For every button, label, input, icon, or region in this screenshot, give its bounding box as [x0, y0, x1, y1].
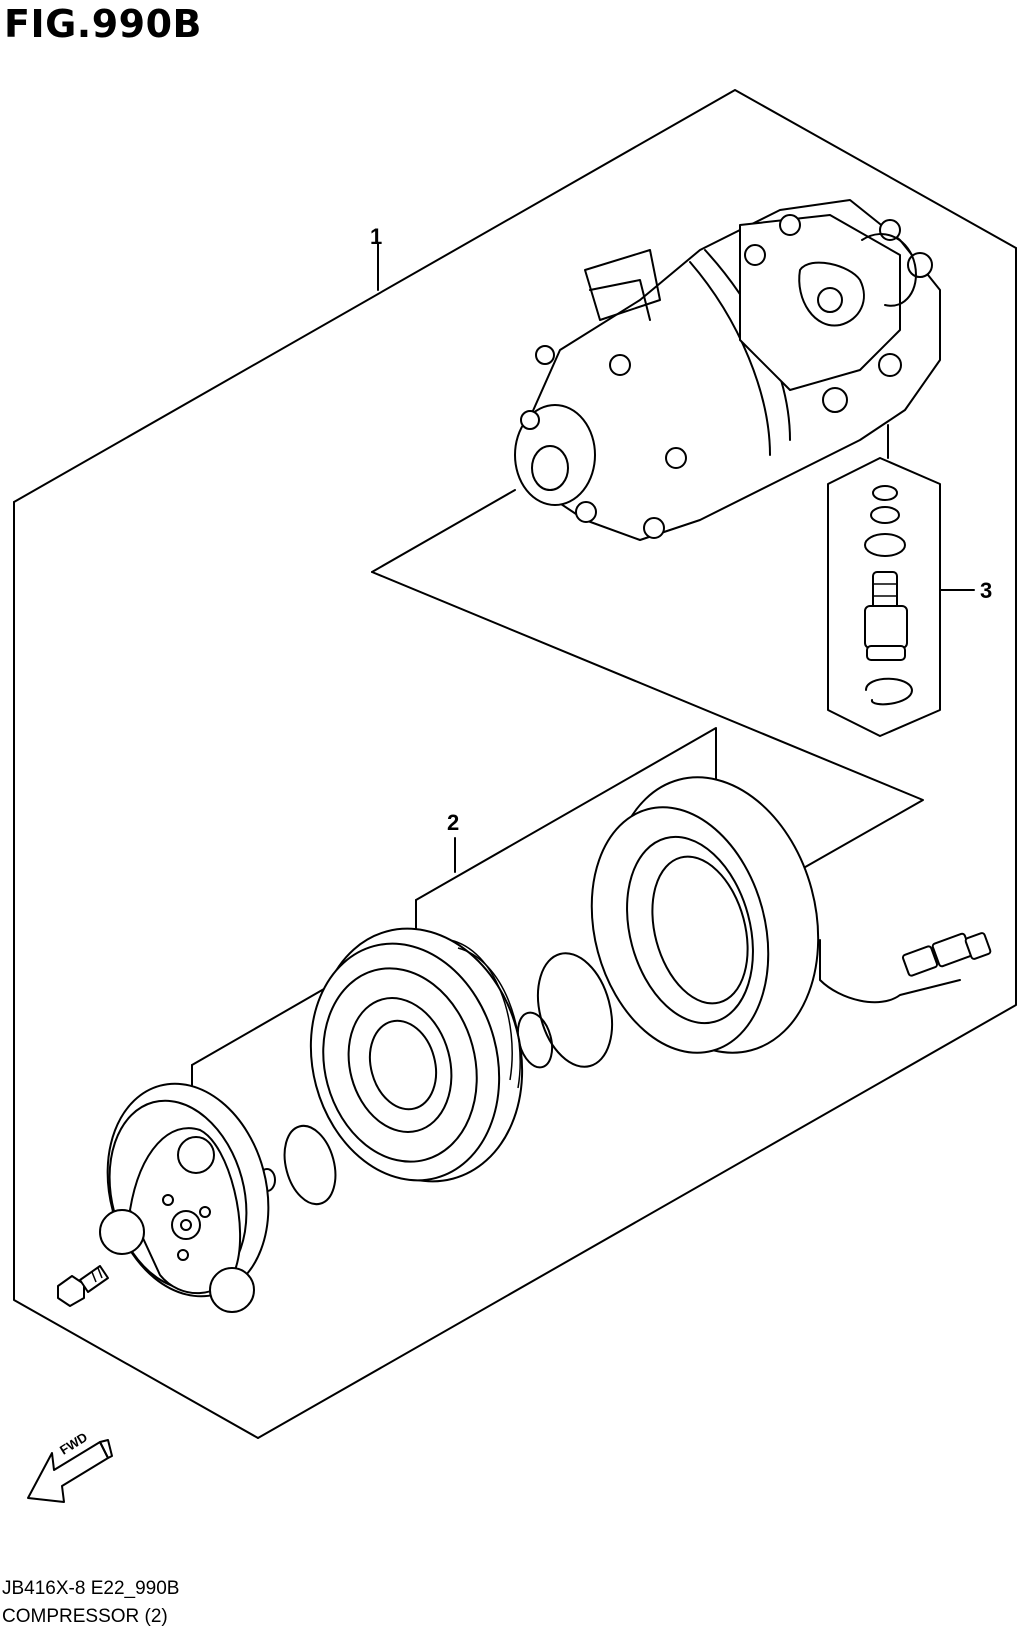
assembly-frame-lines	[13, 89, 1017, 1439]
callout-part-3: 3	[980, 578, 993, 603]
figure-title: FIG.990B	[4, 2, 203, 46]
field-coil	[590, 776, 992, 1054]
callout-part-1: 1	[370, 224, 383, 249]
compressor-body	[514, 199, 941, 541]
valve-kit-box	[827, 424, 975, 737]
fwd-arrow-icon	[27, 1439, 113, 1503]
pulley	[309, 927, 524, 1183]
diagram-code: JB416X-8 E22_990B	[2, 1578, 180, 1599]
armature-plate	[99, 1082, 270, 1313]
diagram-caption: COMPRESSOR (2)	[2, 1606, 168, 1627]
callout-part-2: 2	[447, 810, 460, 835]
hub-bolt	[57, 1265, 109, 1307]
valve-kit-parts	[864, 485, 913, 706]
